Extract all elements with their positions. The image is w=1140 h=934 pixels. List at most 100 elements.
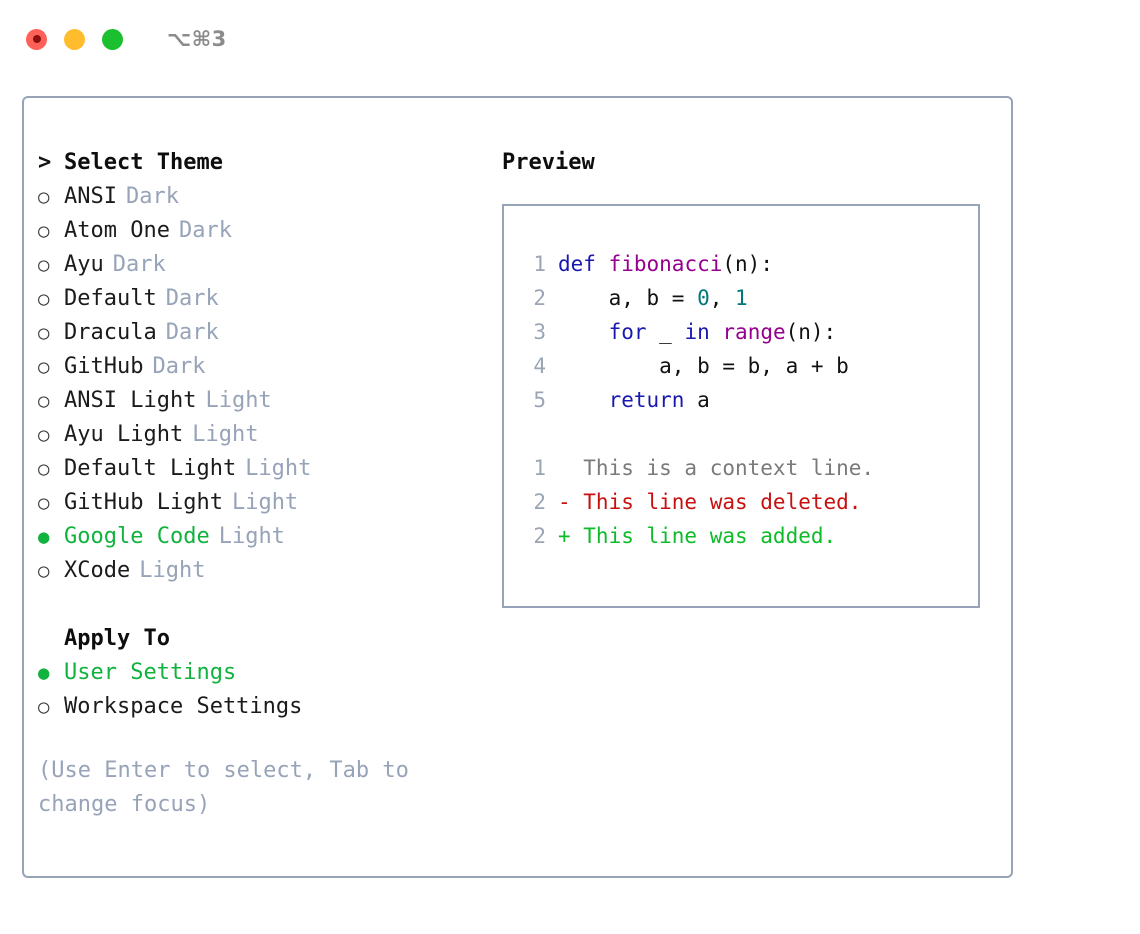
select-theme-title: Select Theme	[64, 150, 223, 175]
theme-option-label: ANSI Light	[64, 388, 197, 413]
diff-block: 1 This is a context line.2- This line wa…	[518, 451, 972, 553]
code-token-kw: return	[608, 388, 685, 412]
radio-unselected-icon[interactable]: ○	[38, 356, 50, 378]
theme-variant-badge: Light	[245, 456, 312, 481]
apply-to-header: · Apply To	[38, 622, 488, 656]
code-line-text: return a	[558, 383, 710, 417]
close-icon[interactable]	[26, 28, 47, 50]
radio-unselected-icon[interactable]: ○	[38, 424, 50, 446]
theme-variant-badge: Dark	[125, 184, 179, 209]
line-number: 2	[533, 286, 546, 310]
line-number: 4	[533, 354, 546, 378]
theme-option-row[interactable]: ○ XCode Light	[38, 554, 488, 588]
theme-option-label: GitHub	[64, 354, 144, 379]
radio-unselected-icon[interactable]: ○	[38, 254, 50, 276]
theme-option-row[interactable]: ● Google Code Light	[38, 520, 488, 554]
theme-option-label: ANSI	[64, 184, 117, 209]
theme-option-row[interactable]: ○ ANSI Light Light	[38, 384, 488, 418]
title-bar: ⌥⌘3	[0, 0, 1140, 78]
code-token-plain: a	[684, 388, 710, 412]
theme-option-label: Ayu	[64, 252, 104, 277]
code-token-fn: range	[722, 320, 786, 344]
apply-to-option-list: ● User Settings ○ Workspace Settings	[38, 656, 488, 724]
theme-variant-badge: Dark	[165, 286, 219, 311]
line-number: 2	[533, 490, 546, 514]
code-line: 4 a, b = b, a + b	[518, 349, 972, 383]
code-line-text: a, b = b, a + b	[558, 349, 849, 383]
theme-variant-badge: Light	[218, 524, 285, 549]
theme-option-row[interactable]: ○ ANSI Dark	[38, 180, 488, 214]
radio-selected-icon[interactable]: ●	[38, 526, 50, 548]
apply-to-option-row[interactable]: ● User Settings	[38, 656, 488, 690]
code-line-text: def fibonacci(n):	[558, 247, 773, 281]
code-diff-spacer	[518, 417, 972, 451]
theme-variant-badge: Light	[192, 422, 259, 447]
diff-line: 2 - This line was deleted.	[518, 485, 972, 519]
radio-unselected-icon[interactable]: ○	[38, 458, 50, 480]
theme-variant-badge: Light	[205, 388, 272, 413]
theme-variant-badge: Dark	[165, 320, 219, 345]
theme-option-row[interactable]: ○ Ayu Light Light	[38, 418, 488, 452]
code-token-kw: def	[558, 252, 596, 276]
code-token-num: 1	[735, 286, 748, 310]
code-token-plain: ,	[709, 286, 736, 310]
code-token-plain	[596, 252, 609, 276]
apply-to-option-row[interactable]: ○ Workspace Settings	[38, 690, 488, 724]
code-token-plain	[558, 388, 609, 412]
radio-unselected-icon[interactable]: ○	[38, 220, 50, 242]
code-token-punc: (n):	[722, 252, 773, 276]
list-spacer	[38, 588, 488, 622]
code-line: 5 return a	[518, 383, 972, 417]
radio-unselected-icon[interactable]: ○	[38, 492, 50, 514]
code-token-punc: (n):	[785, 320, 837, 344]
theme-option-row[interactable]: ○ Ayu Dark	[38, 248, 488, 282]
code-token-kw: for	[608, 320, 647, 344]
theme-option-row[interactable]: ○ Default Light Light	[38, 452, 488, 486]
line-number: 5	[533, 388, 546, 412]
code-token-plain: _	[646, 320, 685, 344]
radio-unselected-icon[interactable]: ○	[38, 390, 50, 412]
code-line: 1 def fibonacci(n):	[518, 247, 972, 281]
radio-unselected-icon[interactable]: ○	[38, 186, 50, 208]
theme-option-label: Ayu Light	[64, 422, 184, 447]
theme-variant-badge: Dark	[178, 218, 232, 243]
maximize-icon[interactable]	[102, 28, 123, 50]
theme-option-row[interactable]: ○ Default Dark	[38, 282, 488, 316]
radio-unselected-icon[interactable]: ○	[38, 696, 50, 718]
diff-line-text: - This line was deleted.	[558, 490, 862, 514]
theme-option-label: Google Code	[64, 524, 210, 549]
theme-option-label: XCode	[64, 558, 131, 583]
radio-unselected-icon[interactable]: ○	[38, 288, 50, 310]
apply-to-option-label: User Settings	[64, 660, 237, 685]
apply-to-option-label: Workspace Settings	[64, 694, 303, 719]
radio-unselected-icon[interactable]: ○	[38, 322, 50, 344]
radio-selected-icon[interactable]: ●	[38, 662, 50, 684]
diff-line: 2+ This line was added.	[518, 519, 972, 553]
keyboard-hint: (Use Enter to select, Tab to change focu…	[38, 758, 423, 817]
theme-option-label: GitHub Light	[64, 490, 223, 515]
theme-variant-badge: Light	[139, 558, 206, 583]
theme-variant-badge: Dark	[112, 252, 166, 277]
code-token-plain	[558, 320, 609, 344]
line-number: 1	[533, 252, 546, 276]
radio-unselected-icon[interactable]: ○	[38, 560, 50, 582]
code-token-plain	[710, 320, 723, 344]
minimize-icon[interactable]	[64, 28, 85, 50]
theme-option-label: Default Light	[64, 456, 237, 481]
line-number: 1	[533, 456, 546, 480]
code-line-text: for _ in range(n):	[558, 315, 837, 349]
spacer-icon: ·	[38, 622, 64, 656]
theme-option-label: Default	[64, 286, 157, 311]
